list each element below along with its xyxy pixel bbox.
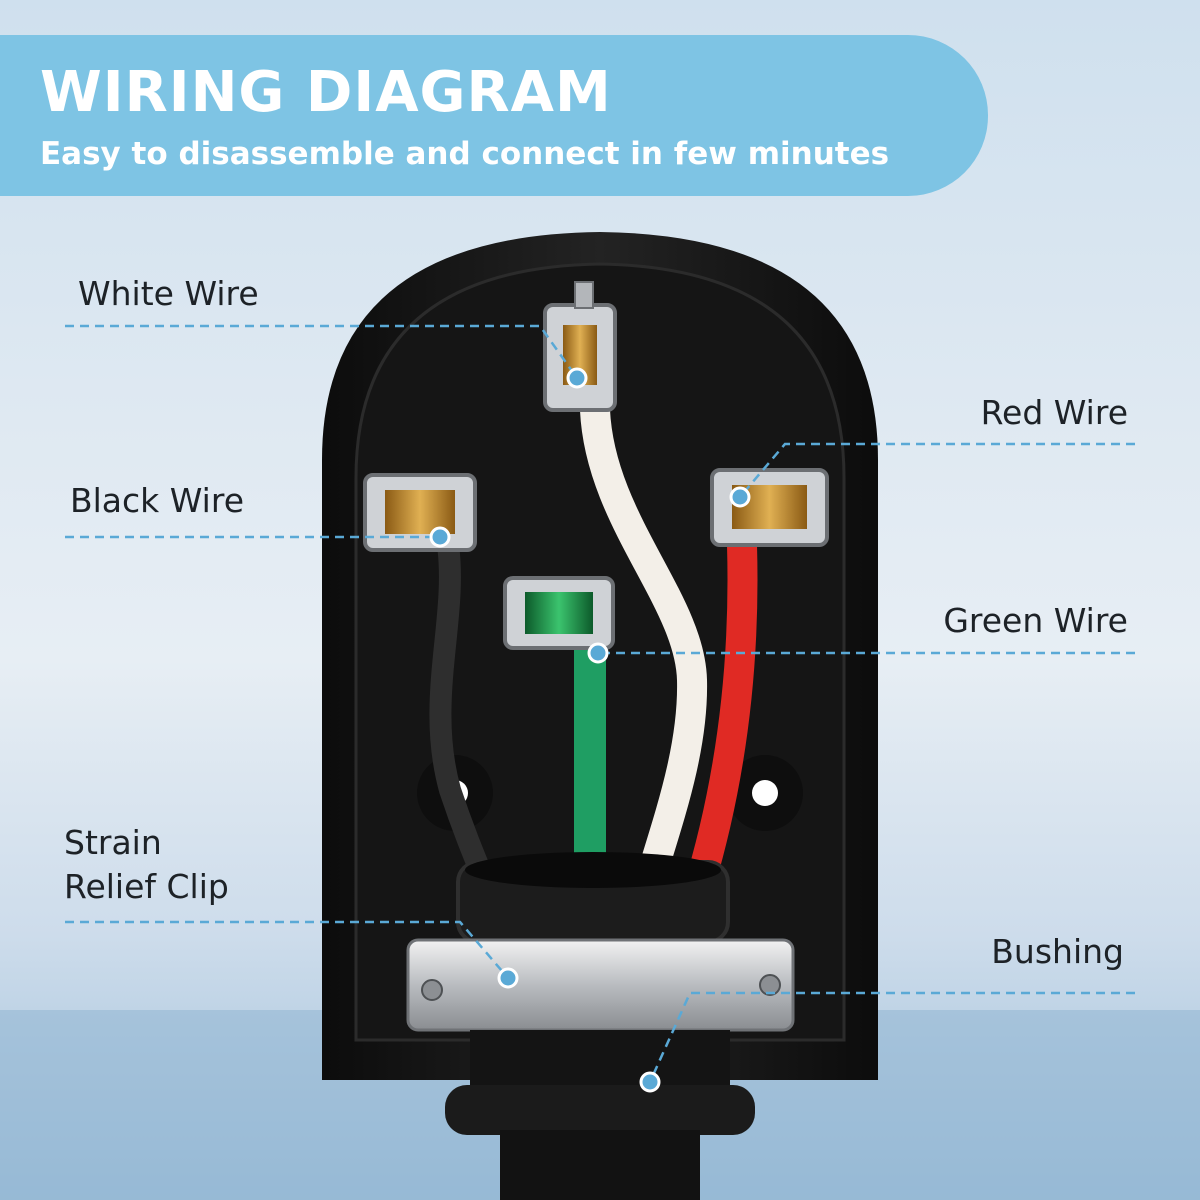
label-red-wire: Red Wire (980, 393, 1128, 432)
leader-red-wire (739, 442, 1135, 498)
label-green-wire: Green Wire (943, 601, 1128, 640)
label-strain-relief-clip: Strain Relief Clip (64, 821, 229, 909)
green-terminal (503, 576, 615, 650)
label-strain-relief-clip-line-1: Strain (64, 823, 162, 862)
page-subtitle: Easy to disassemble and connect in few m… (40, 136, 890, 172)
label-strain-relief-clip-line-2: Relief Clip (64, 867, 229, 906)
marker-black-wire (429, 526, 451, 548)
header-banner (0, 35, 988, 196)
marker-bushing (639, 1071, 661, 1093)
red-terminal (710, 468, 829, 547)
label-white-wire: White Wire (78, 274, 259, 313)
marker-green-wire (587, 642, 609, 664)
strain-relief-clip (406, 938, 795, 1032)
white-wire (580, 409, 708, 919)
label-bushing: Bushing (991, 932, 1124, 971)
marker-strain-relief-clip (497, 967, 519, 989)
leader-white-wire (65, 324, 579, 379)
leader-bushing (648, 991, 1135, 1083)
leader-strain-relief-clip (65, 920, 509, 979)
marker-white-wire (566, 367, 588, 389)
power-cord (445, 1030, 755, 1200)
marker-red-wire (729, 486, 751, 508)
mounting-hole-right (727, 755, 803, 831)
label-black-wire: Black Wire (70, 481, 244, 520)
page-title: WIRING DIAGRAM (40, 60, 612, 125)
bushing (456, 852, 730, 944)
black-terminal (363, 473, 477, 552)
